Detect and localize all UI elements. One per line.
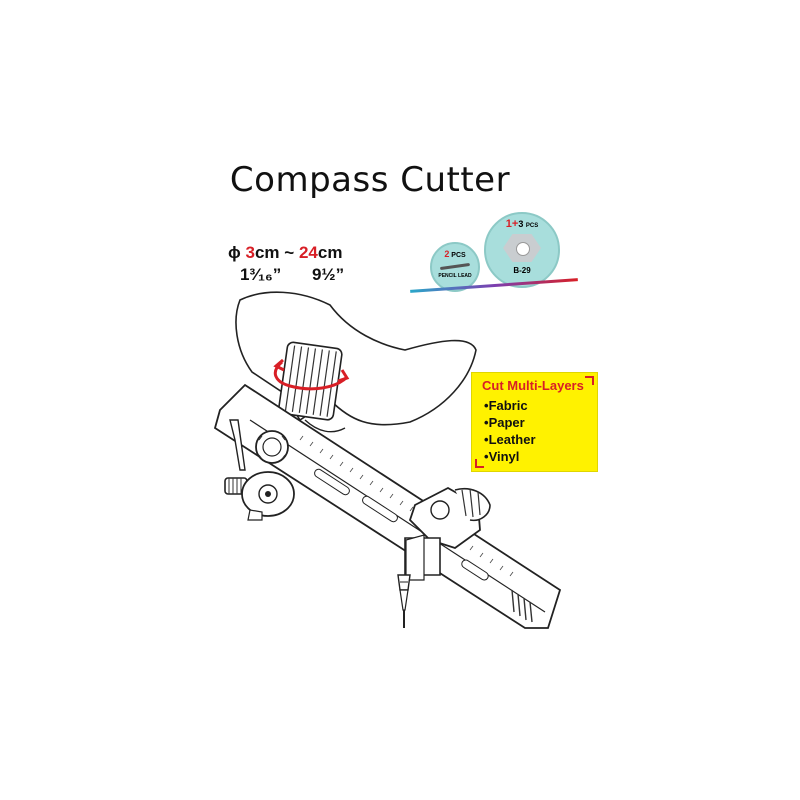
list-item: Paper <box>484 414 536 431</box>
diameter-symbol: ϕ <box>228 243 241 262</box>
knurled-grip-icon <box>278 341 343 421</box>
cutting-tip-icon <box>397 574 411 628</box>
multi-layer-callout: Cut Multi-Layers Fabric Paper Leather Vi… <box>471 372 598 472</box>
blade-plus: + <box>511 218 519 230</box>
blade-count-unit: PCS <box>525 223 539 229</box>
blade-label: B-29 <box>513 266 531 275</box>
inch-min: 1³⁄₁₆” <box>240 265 282 284</box>
product-title: Compass Cutter <box>229 160 511 200</box>
pivot-knob-icon <box>255 430 289 464</box>
cm-max: 24 <box>298 243 318 262</box>
blade-badge: 1+3 PCS B-29 <box>484 212 560 288</box>
callout-heading: Cut Multi-Layers <box>482 378 584 393</box>
cm-unit: cm <box>254 243 280 262</box>
inch-max: 9½” <box>311 265 345 284</box>
lead-label: PENCIL LEAD <box>438 273 472 279</box>
lead-count: 2 <box>444 249 450 259</box>
ruler-body-icon <box>213 383 562 629</box>
blade-count-a: 1 <box>505 218 512 230</box>
pencil-lead-badge: 2 PCS PENCIL LEAD <box>430 242 480 292</box>
cm-min: 3 <box>245 243 255 262</box>
cutting-range-spec: ϕ 3cm ~ 24cm 1³⁄₁₆” 9½” <box>228 243 368 285</box>
lead-count-unit: PCS <box>451 252 466 259</box>
inch-range: 1³⁄₁₆” 9½” <box>228 265 368 285</box>
cm-range: ϕ 3cm ~ 24cm <box>228 243 368 263</box>
center-pin-icon <box>224 471 295 521</box>
list-item: Leather <box>484 431 536 448</box>
blade-holder-icon <box>404 486 491 581</box>
rotation-arrow-icon <box>273 358 350 391</box>
corner-bracket-icon <box>585 376 594 385</box>
corner-bracket-icon <box>475 459 484 468</box>
blade-count-b: 3 <box>518 219 524 229</box>
list-item: Fabric <box>484 397 536 414</box>
cm-unit: cm <box>317 243 343 262</box>
range-tilde: ~ <box>284 243 295 262</box>
list-item: Vinyl <box>484 448 536 465</box>
material-list: Fabric Paper Leather Vinyl <box>484 397 536 465</box>
